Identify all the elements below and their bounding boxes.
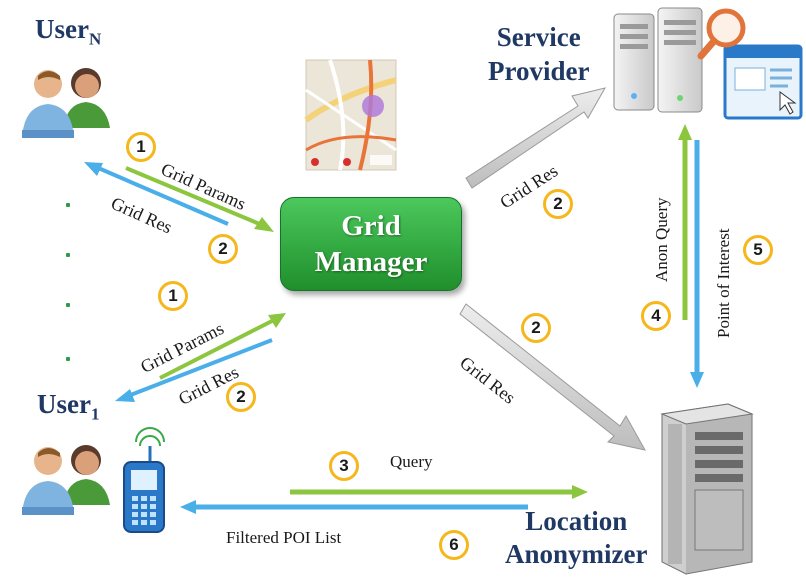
ellipsis-dot	[66, 357, 70, 361]
ellipsis-dot	[66, 203, 70, 207]
label-filtered-poi: Filtered POI List	[226, 528, 342, 547]
mobile-phone-icon	[123, 427, 165, 533]
user-1-subscript: 1	[90, 404, 100, 424]
grid-manager-label: Grid Manager	[314, 210, 428, 278]
step-badge: 3	[329, 451, 359, 481]
users-icon	[22, 68, 110, 138]
edge-grid-params-bottom	[159, 313, 286, 380]
label-anon-query: Anon Query	[652, 197, 671, 282]
edge-grid-res-bottom	[115, 338, 273, 402]
step-badge: 2	[208, 234, 238, 264]
magnifier-icon	[697, 8, 746, 60]
tower-server-icon	[660, 403, 754, 575]
step-badge: 4	[641, 301, 671, 331]
step-badge: 2	[521, 313, 551, 343]
user-1-label: User	[37, 389, 91, 419]
ellipsis-dot	[66, 303, 70, 307]
step-badge: 5	[743, 235, 773, 265]
edge-point-of-interest	[690, 140, 704, 388]
step-badge: 1	[126, 132, 156, 162]
ellipsis-dot	[66, 253, 70, 257]
edge-grid-params-top	[125, 166, 274, 232]
users-icon	[22, 445, 110, 515]
label-point-of-interest: Point of Interest	[714, 228, 733, 338]
step-badge: 2	[543, 189, 573, 219]
user-n-label: User	[35, 14, 89, 44]
user-1-title: User1	[37, 389, 99, 429]
step-badge: 2	[226, 382, 256, 412]
browser-window-icon	[723, 44, 803, 120]
edge-anon-query	[678, 124, 692, 320]
edge-grid-res-la	[459, 303, 646, 451]
service-provider-title: Service Provider	[488, 22, 590, 86]
edge-query	[290, 485, 588, 499]
server-icon	[613, 7, 703, 113]
step-badge: 1	[158, 281, 188, 311]
grid-manager-box: Grid Manager	[280, 197, 462, 291]
edge-filtered-poi	[180, 500, 528, 514]
location-anonymizer-title: Location Anonymizer	[505, 506, 648, 569]
map-icon	[304, 59, 397, 171]
user-n-title: UserN	[35, 14, 101, 54]
step-badge: 6	[439, 530, 469, 560]
user-n-subscript: N	[88, 29, 102, 49]
label-query: Query	[390, 452, 433, 471]
edge-grid-res-sp	[465, 87, 607, 189]
edge-grid-res-top	[84, 162, 229, 226]
